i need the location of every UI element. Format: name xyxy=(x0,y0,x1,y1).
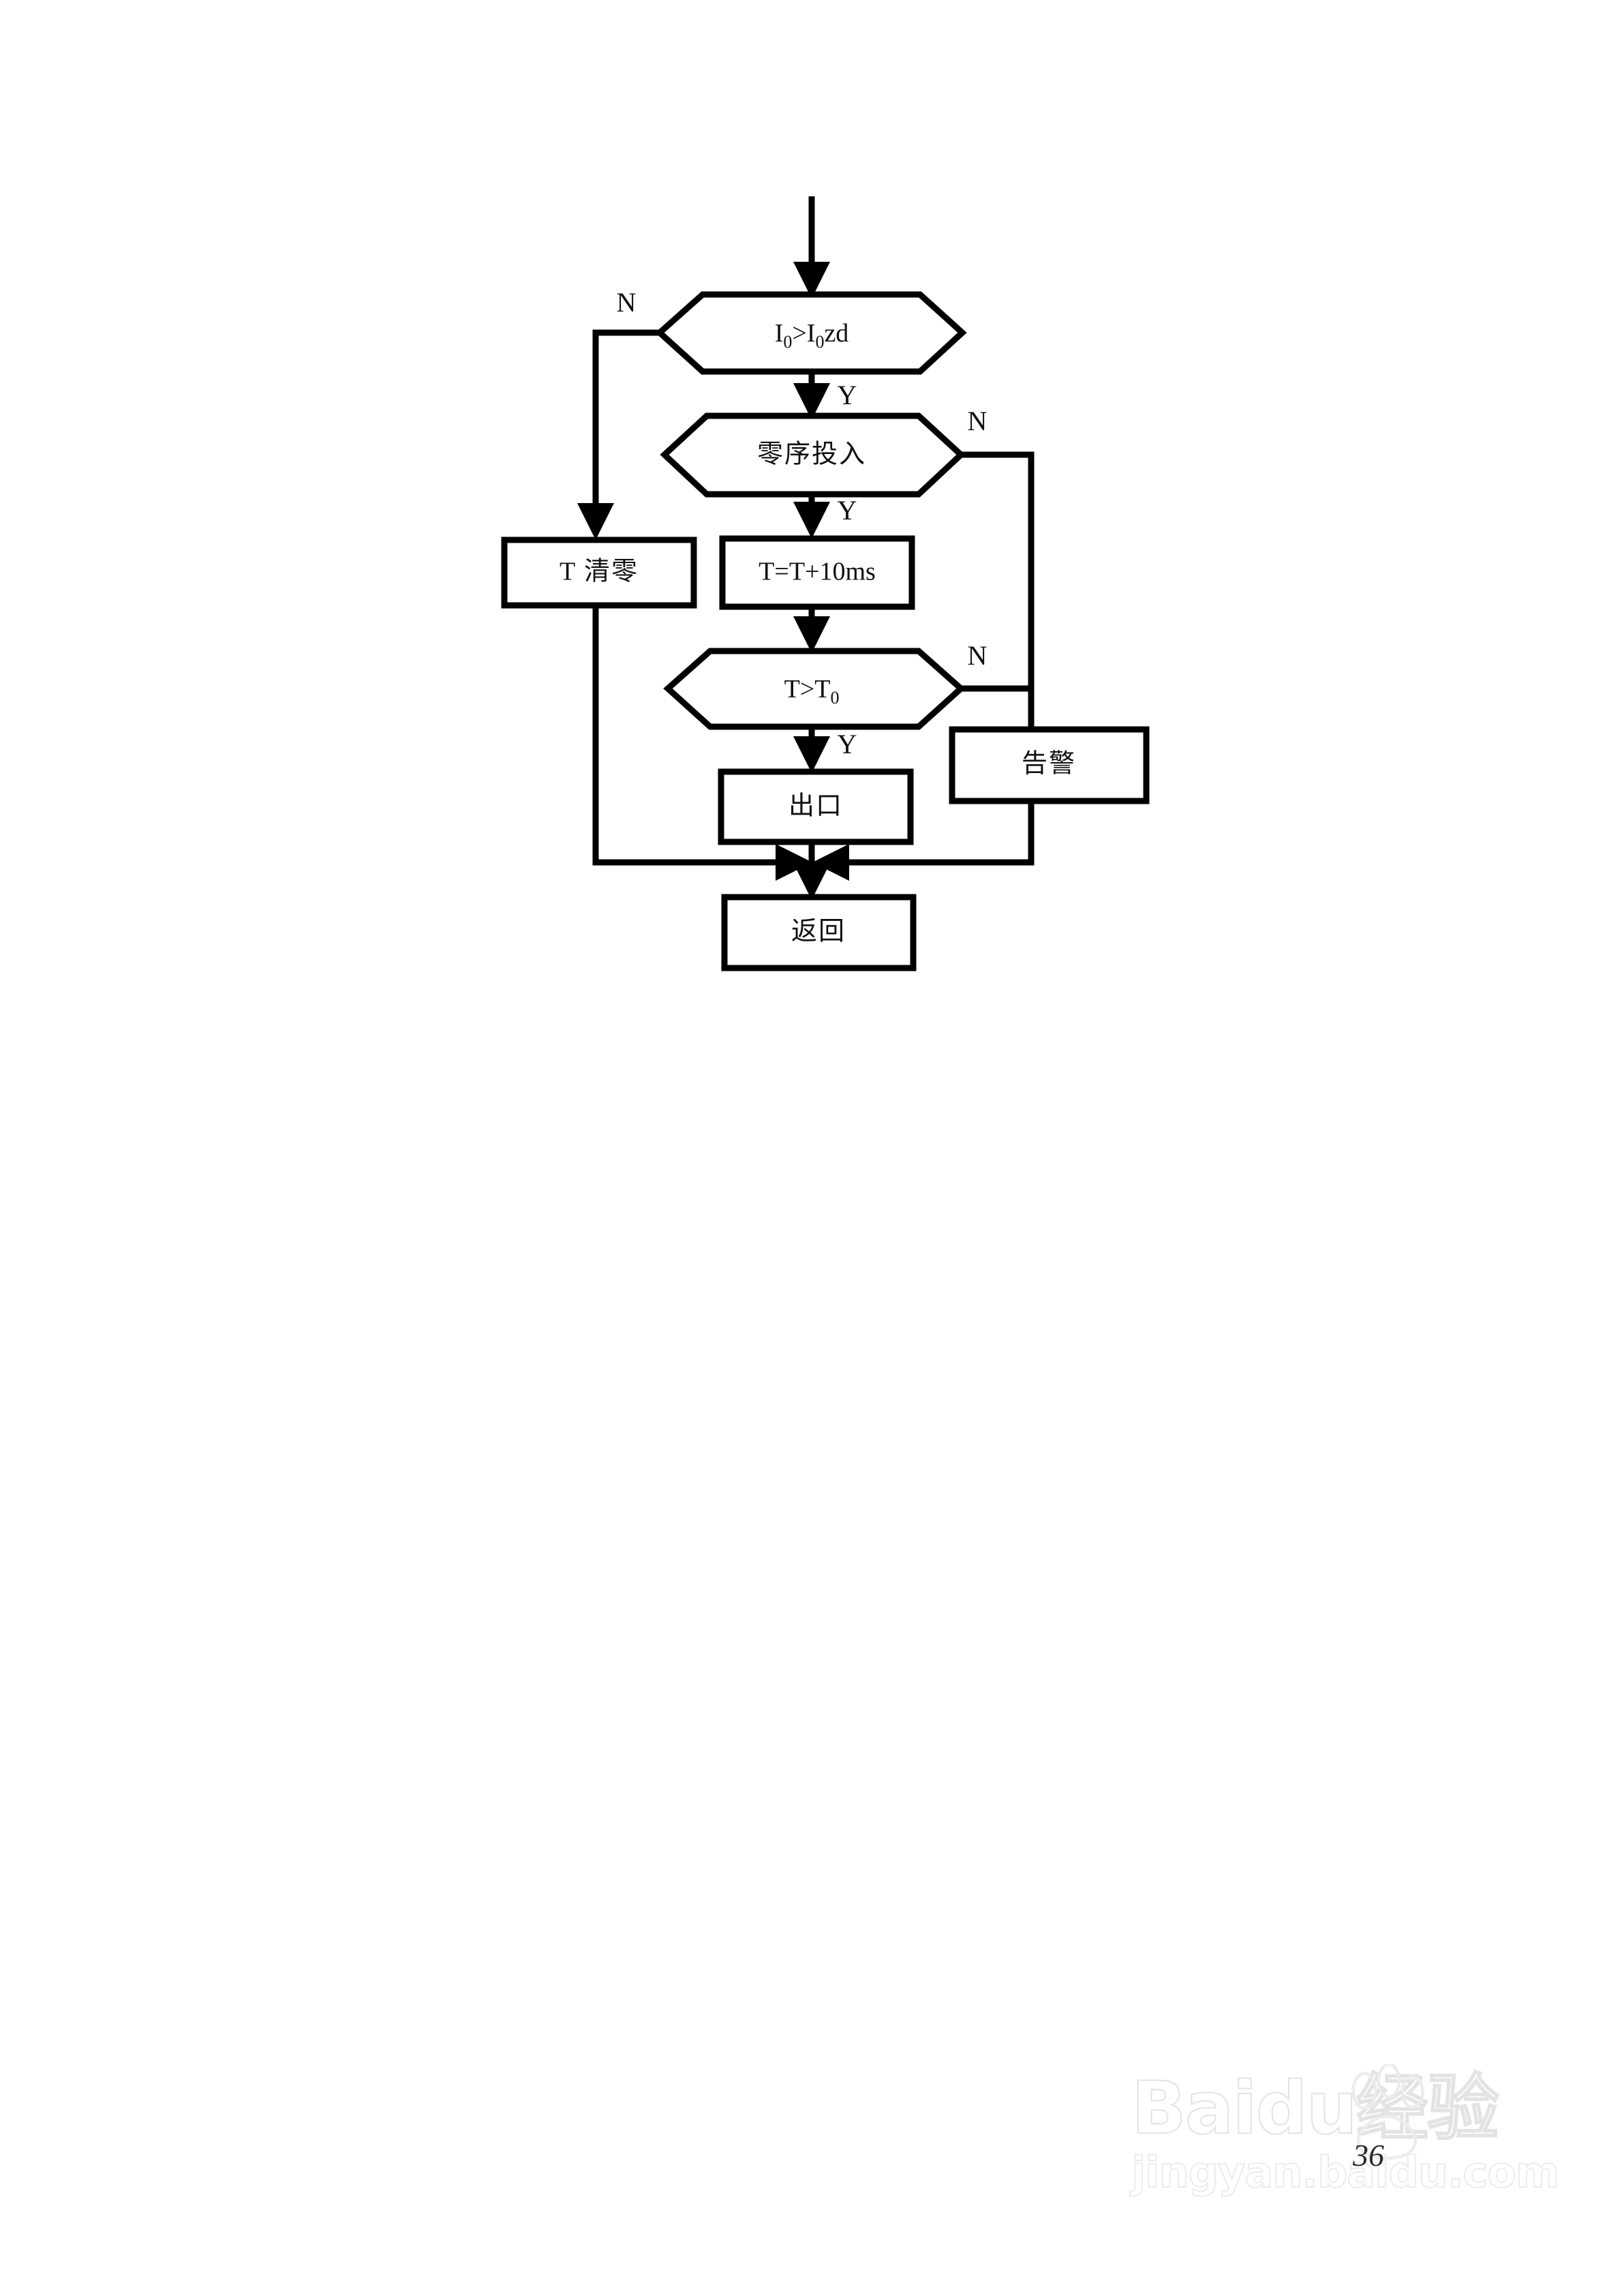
node-label-dec-i0-math: I0>I0zd xyxy=(775,319,849,352)
node-label-dec-zeroseq: 零序投入 xyxy=(757,440,866,469)
branch-label-dec-i0-no: N xyxy=(617,287,637,318)
node-process-return[interactable]: 返回 xyxy=(721,894,917,971)
node-decision-t-timeout[interactable] xyxy=(663,648,966,730)
edge-tclear-to-merge xyxy=(592,605,812,881)
node-process-t-clear[interactable]: T 清零 xyxy=(501,537,697,609)
edge-dec-i0-yes xyxy=(793,372,830,420)
node-process-alarm[interactable]: 告警 xyxy=(949,726,1150,804)
edge-dec-zeroseq-no xyxy=(961,451,1035,729)
edge-exit-to-return xyxy=(793,842,830,900)
node-decision-zero-sequence-enabled[interactable]: 零序投入 xyxy=(660,412,966,498)
node-label-alarm: 告警 xyxy=(1022,750,1076,779)
node-label-exit: 出口 xyxy=(789,792,843,821)
node-label-tclear: T 清零 xyxy=(560,558,639,586)
branch-label-dec-zeroseq-no: N xyxy=(968,406,988,436)
page-number: 36 xyxy=(1353,2138,1384,2173)
node-process-t-increment[interactable]: T=T+10ms xyxy=(719,535,915,610)
node-label-dec-tgt-math: T>T0 xyxy=(784,675,840,708)
edge-dec-tgt-yes xyxy=(793,727,830,773)
edge-tinc-to-dec-tgt xyxy=(793,608,830,653)
branch-label-dec-tgt-yes: Y xyxy=(838,729,857,759)
node-label-tinc: T=T+10ms xyxy=(759,558,876,586)
edge-start-to-dec-i0 xyxy=(793,196,830,299)
node-process-exit[interactable]: 出口 xyxy=(718,768,914,845)
edge-dec-zeroseq-yes xyxy=(793,494,830,539)
branch-label-dec-zeroseq-yes: Y xyxy=(838,495,857,526)
branch-label-dec-i0-yes: Y xyxy=(838,380,857,410)
edge-dec-i0-no xyxy=(577,329,660,540)
node-decision-i0-threshold[interactable] xyxy=(0,0,967,375)
edge-alarm-to-merge xyxy=(812,801,1035,881)
node-label-return: 返回 xyxy=(791,918,846,946)
branch-label-dec-tgt-no: N xyxy=(968,640,988,671)
